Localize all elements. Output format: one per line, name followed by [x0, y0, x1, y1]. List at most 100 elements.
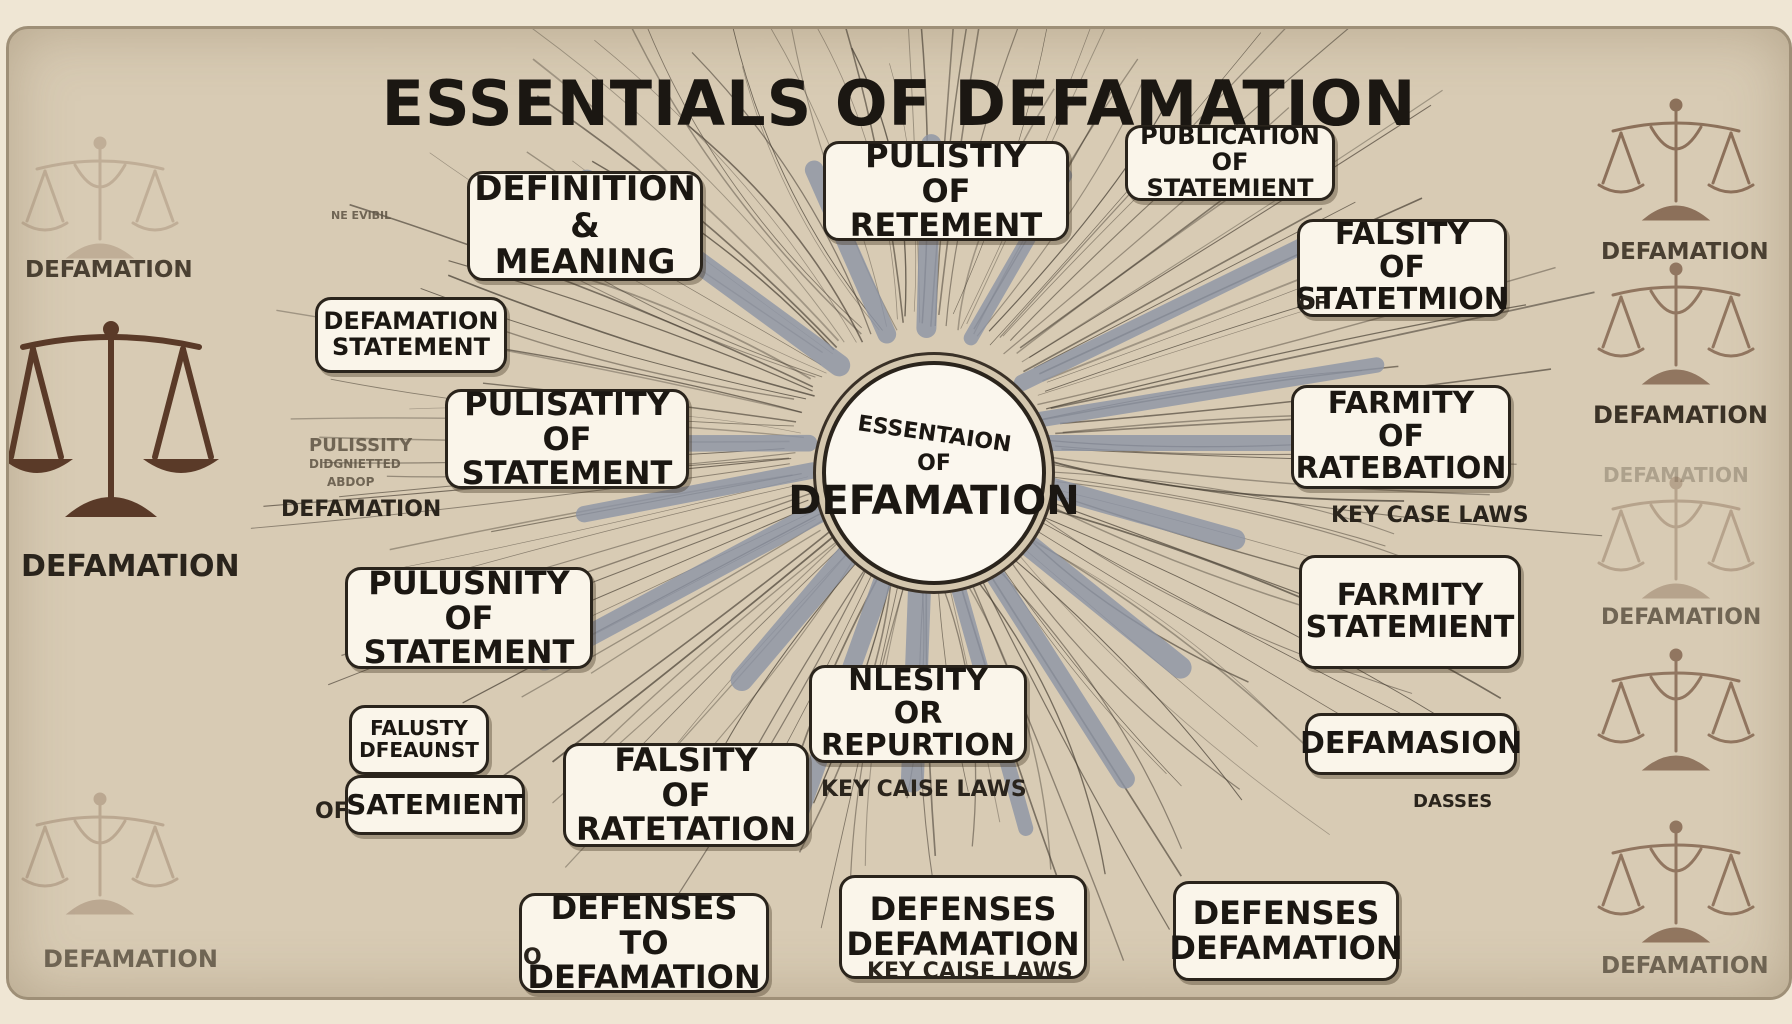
scales-icon-right-2: [1597, 262, 1755, 385]
pulsity-small-1: PULISSITY: [309, 435, 413, 456]
side-left-label-3: DEFAMATION: [43, 945, 218, 973]
connector-hairline: [1028, 104, 1432, 359]
of-small-label: OF: [315, 799, 349, 824]
connector-ribbon: [1013, 237, 1312, 392]
connector-hairline: [1044, 455, 1490, 496]
connector-hairline: [647, 29, 862, 329]
connector-hairline: [1029, 526, 1381, 739]
connector-hairline: [845, 29, 904, 323]
connector-hairline: [1000, 548, 1243, 801]
connector-hairline: [590, 529, 821, 674]
connector-hairline: [741, 66, 880, 331]
connector-hairline: [960, 29, 1091, 329]
connector-hairline: [976, 82, 1143, 337]
connector-hairline: [938, 29, 980, 316]
node-definition: DEFINITION& MEANING: [467, 171, 703, 281]
connector-hairline: [458, 523, 840, 808]
connector-hairline: [691, 51, 872, 335]
connector-hairline: [404, 476, 809, 568]
scales-icon-left-faded-1: [21, 136, 179, 259]
connector-hairline: [1019, 181, 1246, 349]
o-small-label: O: [523, 945, 542, 970]
connector-hairline: [1021, 89, 1443, 363]
page-title: ESSENTIALS OF DEFAMATION: [381, 67, 1417, 140]
scales-icon-right-3: [1597, 476, 1755, 599]
side-right-label-3: DEFAMATION: [1601, 605, 1762, 630]
center-line-2: OF: [917, 451, 951, 476]
connector-ribbon: [1021, 472, 1246, 550]
connector-hairline: [1016, 177, 1258, 354]
connector-hairline: [952, 29, 1047, 315]
diagram-board: ESSENTIALS OF DEFAMATION ESSENTAION OF D…: [6, 26, 1792, 1000]
connector-hairline: [988, 93, 1173, 332]
connector-hairline: [1045, 475, 1386, 547]
side-right-label-4: DEFAMATION: [1601, 953, 1769, 979]
key-case-label-1: KEY CASE LAWS: [1331, 503, 1529, 528]
scales-icon-right-5: [1597, 820, 1755, 943]
connector-hairline: [1034, 511, 1413, 694]
defamation-small-label: DEFAMATION: [281, 497, 442, 522]
node-defamasion: DEFAMASION: [1300, 713, 1522, 775]
side-right-label-1: DEFAMATION: [1601, 239, 1769, 265]
connector-hairline: [980, 551, 1183, 849]
connector-hairline: [349, 203, 814, 388]
connector-hairline: [1050, 463, 1603, 537]
connector-hairline: [1020, 535, 1278, 720]
connector-hairline: [521, 518, 826, 698]
side-left-label-2: DEFAMATION: [21, 549, 240, 584]
connector-hairline: [990, 551, 1182, 787]
connector-ribbon: [966, 535, 1135, 789]
connector-hairline: [551, 531, 840, 763]
connector-hairline: [713, 550, 867, 765]
connector-ribbon: [575, 462, 821, 523]
connector-hairline: [687, 124, 864, 343]
connector-ribbon: [1028, 357, 1385, 428]
connector-hairline: [1029, 510, 1436, 715]
scales-icon-right-1: [1597, 98, 1755, 221]
scales-of-justice-icon: [9, 321, 219, 517]
connector-hairline: [958, 553, 1125, 961]
dasses-label: DASSES: [1413, 791, 1493, 812]
connector-hairline: [994, 536, 1241, 790]
center-line-3: DEFAMATION: [788, 478, 1080, 524]
connector-hairline: [459, 484, 798, 571]
connector-hairline: [532, 29, 845, 343]
ne-label: NE EVIBIL: [331, 209, 392, 222]
connector-hairline: [732, 29, 883, 331]
connector-hairline: [631, 29, 862, 335]
connector-hairline: [974, 565, 1171, 930]
of-label: OF: [1299, 293, 1327, 314]
node-satemient: SATEMIENT: [345, 775, 525, 835]
connector-hairline: [1050, 291, 1595, 410]
side-left-label-1: DEFAMATION: [25, 257, 193, 283]
connector-hairline: [594, 39, 857, 343]
connector-hairline: [1045, 471, 1395, 535]
connector-hairline: [447, 274, 815, 397]
side-right-label-2: DEFAMATION: [1593, 401, 1768, 429]
connector-hairline: [966, 567, 1106, 875]
connector-hairline: [250, 463, 790, 529]
scales-icon-right-4: [1597, 648, 1755, 771]
connector-hairline: [1002, 535, 1330, 835]
connector-hairline: [666, 554, 875, 913]
center-hub: ESSENTAION OF DEFAMATION: [788, 361, 1080, 585]
pulsity-small-3: ABDOP: [327, 475, 375, 489]
connector-hairline: [1056, 480, 1405, 559]
pulsity-small-2: DIDGNIETTED: [309, 457, 401, 471]
key-case-label-3: KEY CAISE LAWS: [867, 959, 1073, 984]
scales-icon-left-faded-2: [21, 792, 179, 915]
connector-ribbon: [730, 527, 873, 692]
connector-hairline: [1026, 513, 1404, 716]
